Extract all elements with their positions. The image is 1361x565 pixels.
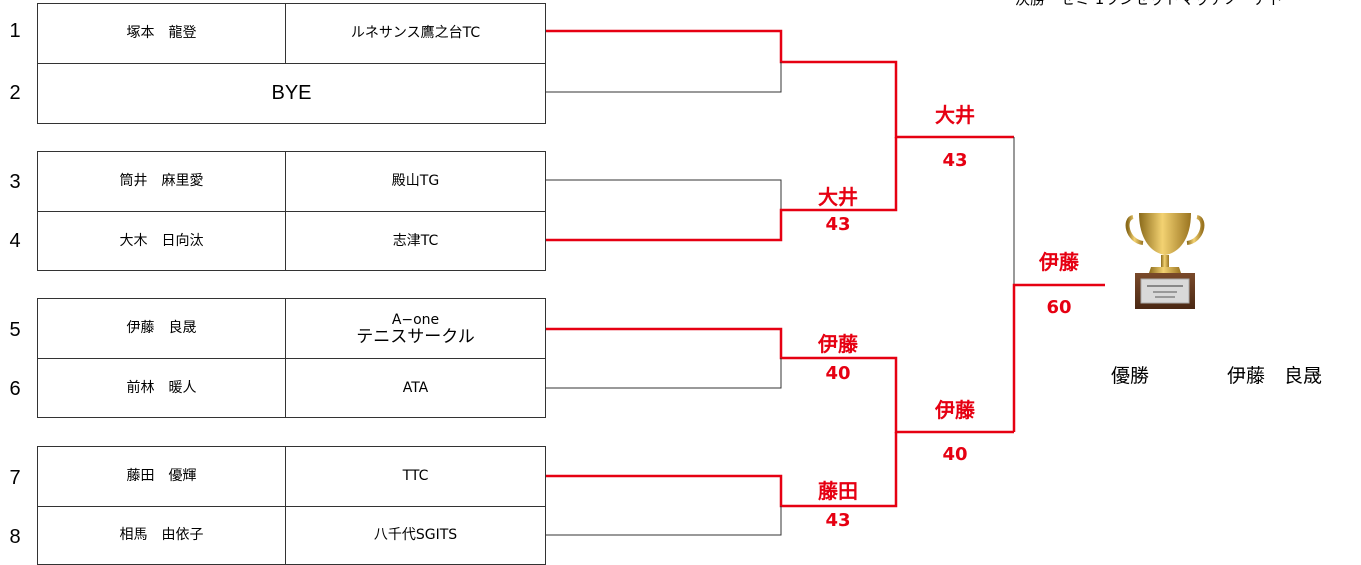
bracket-line <box>546 358 782 389</box>
club-name: ATA <box>402 379 429 396</box>
player-name: 大木 日向汰 <box>38 212 286 270</box>
player-name: 前林 暖人 <box>38 359 286 417</box>
bye-slot: BYE <box>271 82 312 104</box>
row-divider <box>38 506 545 507</box>
seed-number: 3 <box>9 171 21 193</box>
match-box-4: 藤田 優輝 TTC 相馬 由依子 八千代SGITS <box>37 446 546 565</box>
bracket-line-win <box>546 137 898 242</box>
club-name: 殿山TG <box>391 173 440 189</box>
semifinal-score: 43 <box>942 150 968 171</box>
bracket-line-win <box>546 29 1014 139</box>
club-name: 八千代SGITS <box>373 527 458 543</box>
semifinal-score: 40 <box>942 444 968 465</box>
round1-winner: 伊藤 <box>818 332 858 356</box>
round1-winner: 大井 <box>818 185 858 209</box>
seed-number: 5 <box>9 319 21 341</box>
club-name-line1: A−one <box>391 311 440 328</box>
bracket-line-win <box>1012 283 1105 432</box>
seed-number: 8 <box>9 526 21 548</box>
bracket-line <box>546 179 782 210</box>
bracket-line <box>546 506 782 536</box>
bracket-line-win <box>546 327 1014 434</box>
club-name: TTC <box>402 468 429 484</box>
round1-score: 43 <box>825 214 851 235</box>
club-name: A−one テニスサークル <box>286 299 545 358</box>
seed-number: 1 <box>9 20 21 42</box>
seed-number: 4 <box>9 230 21 252</box>
semifinal-winner: 伊藤 <box>935 398 975 422</box>
row-divider <box>38 358 545 359</box>
match-box-2: 筒井 麻里愛 殿山TG 大木 日向汰 志津TC <box>37 151 546 271</box>
match-box-1: 塚本 龍登 ルネサンス鷹之台TC BYE <box>37 3 546 124</box>
player-name: 筒井 麻里愛 <box>38 152 286 211</box>
player-name: 相馬 由依子 <box>38 507 286 564</box>
seed-number: 6 <box>9 378 21 400</box>
club-name-line2: テニスサークル <box>356 326 475 347</box>
bracket-line <box>546 62 782 93</box>
champion-name: 伊藤 良晟 <box>1227 365 1323 387</box>
semifinal-winner: 大井 <box>935 103 975 127</box>
match-box-3: 伊藤 良晟 A−one テニスサークル 前林 暖人 ATA <box>37 298 546 418</box>
trophy-icon <box>1125 213 1205 309</box>
player-name: 塚本 龍登 <box>38 4 286 63</box>
player-name: 伊藤 良晟 <box>38 299 286 358</box>
club-name: ルネサンス鷹之台TC <box>350 25 481 41</box>
round1-score: 40 <box>825 363 851 384</box>
seed-number: 2 <box>9 82 21 104</box>
club-name: 志津TC <box>392 232 439 249</box>
final-score: 60 <box>1046 297 1072 318</box>
round1-winner: 藤田 <box>818 479 858 503</box>
seed-number: 7 <box>9 467 21 489</box>
row-divider <box>38 211 545 212</box>
round1-score: 43 <box>825 510 851 531</box>
tournament-format-note: 決勝・セミ 1ワンセットマッチノーアド <box>1015 0 1283 9</box>
row-divider <box>38 63 545 64</box>
final-winner: 伊藤 <box>1039 250 1079 274</box>
champion-label: 優勝 <box>1111 365 1150 387</box>
player-name: 藤田 優輝 <box>38 447 286 506</box>
